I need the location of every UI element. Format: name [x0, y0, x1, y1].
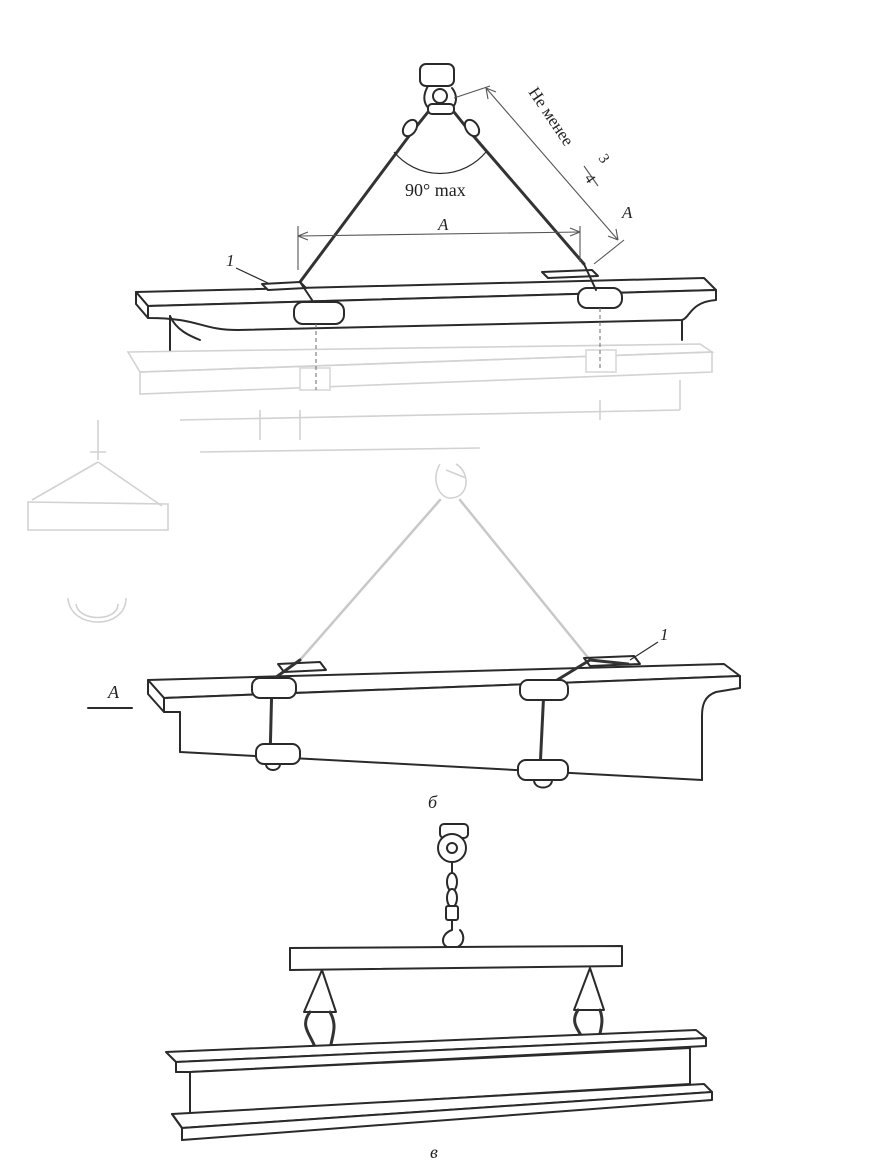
sling-legs: [298, 110, 586, 284]
min-length-dimension: Не менее 3 4 A: [453, 84, 633, 265]
protective-pads-a: [261, 263, 623, 390]
angle-arc: [393, 151, 487, 174]
item-one-label-top: 1: [226, 251, 235, 270]
item-one-callout-middle: 1: [629, 625, 669, 661]
dimension-a-side-label: A: [621, 203, 633, 222]
fraction-numerator: 3: [595, 151, 612, 166]
view-marker-a-label: A: [107, 682, 120, 702]
fraction-denominator: 4: [581, 171, 599, 187]
caption-v: в: [430, 1142, 438, 1162]
dimension-a-label: A: [437, 215, 449, 234]
caption-b: б: [428, 792, 438, 812]
item-one-callout-top: 1: [226, 251, 271, 285]
figure-v-traverse: в: [165, 823, 713, 1162]
min-length-text: Не менее: [525, 84, 578, 150]
beam-v: [165, 1029, 713, 1141]
faint-background-beam: [126, 343, 715, 453]
crane-hook: [419, 63, 457, 115]
angle-label: 90° max: [405, 180, 466, 200]
spreader-bar: [289, 945, 623, 971]
traverse-hook: [437, 823, 469, 949]
figure-b-clamped-beam: 1 A б: [27, 420, 741, 812]
faint-side-view: [27, 420, 169, 623]
faint-hook-b: [298, 463, 592, 662]
figure-a-two-leg-sling: 90° max A Не менее 3 4 A: [126, 63, 717, 453]
beam-a: [135, 277, 717, 351]
dimension-a: A: [297, 215, 581, 270]
item-one-label-middle: 1: [660, 625, 669, 644]
clamps-b: [251, 677, 569, 789]
view-marker-a: A: [87, 682, 133, 709]
beam-b: [147, 663, 741, 781]
